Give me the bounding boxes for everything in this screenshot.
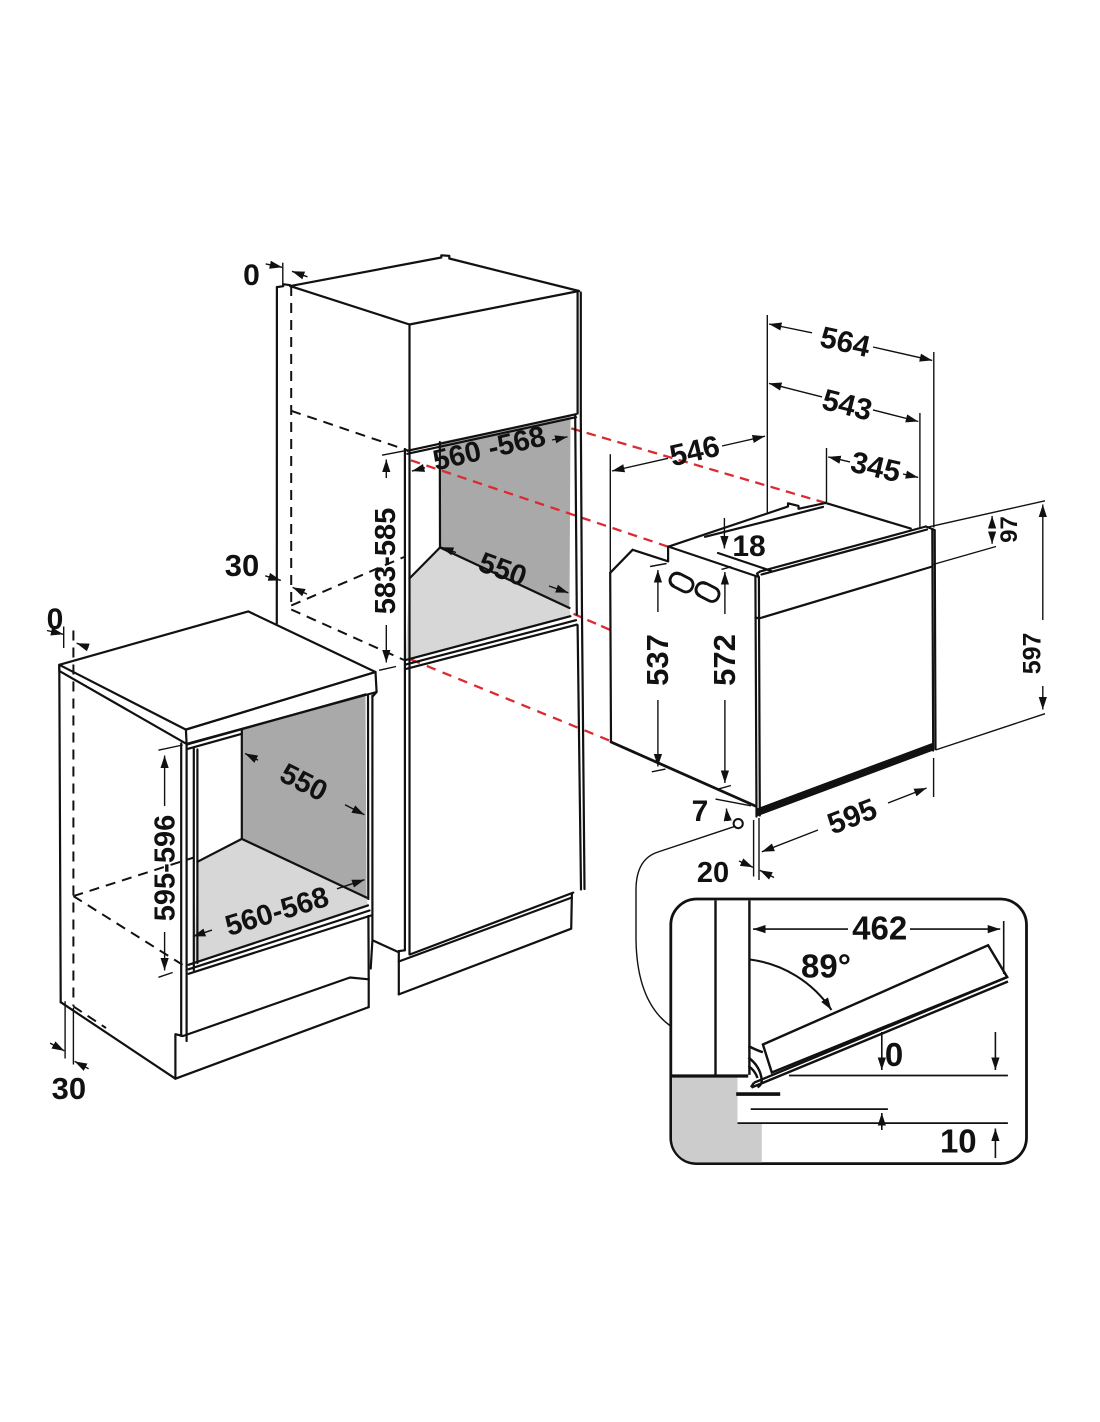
svg-text:583-585: 583-585 [370, 508, 402, 614]
svg-text:572: 572 [707, 634, 742, 686]
svg-text:7: 7 [692, 795, 709, 828]
svg-text:0: 0 [243, 259, 260, 292]
svg-text:97: 97 [996, 516, 1023, 543]
svg-text:595-596: 595-596 [149, 815, 181, 921]
svg-text:89°: 89° [801, 948, 851, 985]
svg-text:0: 0 [47, 603, 64, 636]
svg-text:18: 18 [732, 530, 765, 563]
svg-text:20: 20 [697, 857, 729, 889]
svg-text:30: 30 [225, 548, 259, 583]
svg-text:10: 10 [940, 1123, 977, 1160]
svg-text:462: 462 [852, 910, 907, 947]
svg-text:537: 537 [640, 634, 675, 686]
svg-text:597: 597 [1019, 633, 1047, 675]
svg-text:0: 0 [885, 1036, 903, 1073]
svg-text:30: 30 [52, 1071, 86, 1106]
